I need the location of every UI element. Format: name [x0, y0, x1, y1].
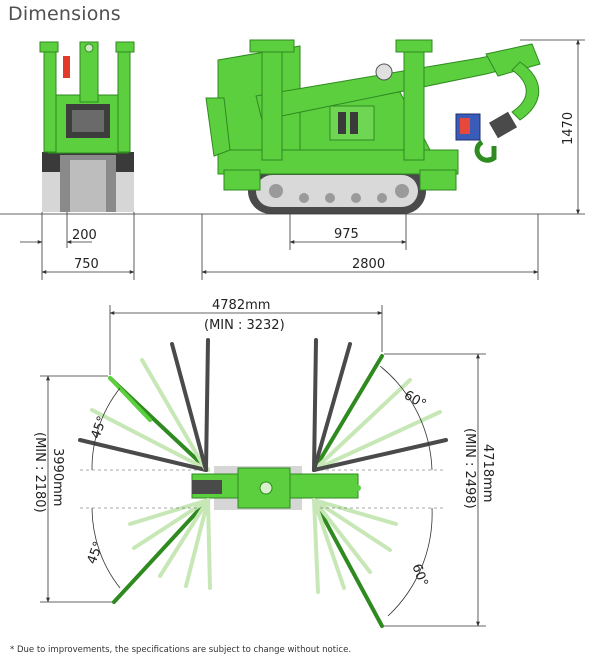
dim-track-offset: 200 — [72, 228, 97, 243]
angle-reference-lines — [80, 469, 446, 509]
dim-span-left: 3990mm — [50, 448, 65, 506]
footnote: * Due to improvements, the specification… — [10, 645, 352, 655]
side-view-dimension-lines — [0, 39, 585, 280]
dim-span-width: 4782mm — [212, 298, 270, 313]
angle-lower-right: 60° — [408, 562, 430, 589]
front-view-dimension-lines — [20, 212, 135, 280]
dim-overall-height: 1470 — [561, 112, 576, 145]
dim-span-left-min: (MIN : 2180) — [32, 432, 47, 513]
angle-lower-left: 45° — [85, 539, 107, 566]
dim-span-width-min: (MIN : 3232) — [204, 318, 285, 333]
dim-overall-length: 2800 — [352, 257, 385, 272]
page-title: Dimensions — [8, 3, 121, 25]
side-view-machine — [205, 39, 541, 214]
dim-machine-width: 750 — [74, 257, 99, 272]
angle-upper-right: 60° — [401, 388, 428, 413]
dim-span-right-min: (MIN : 2498) — [462, 428, 477, 509]
dim-span-right: 4718mm — [480, 444, 495, 502]
outrigger-legs — [78, 338, 448, 628]
front-view-machine — [39, 41, 135, 212]
angle-arcs — [91, 365, 433, 617]
angle-upper-left: 45° — [89, 414, 111, 441]
dim-track-center-length: 975 — [334, 227, 359, 242]
span-dimension-lines — [40, 305, 486, 627]
